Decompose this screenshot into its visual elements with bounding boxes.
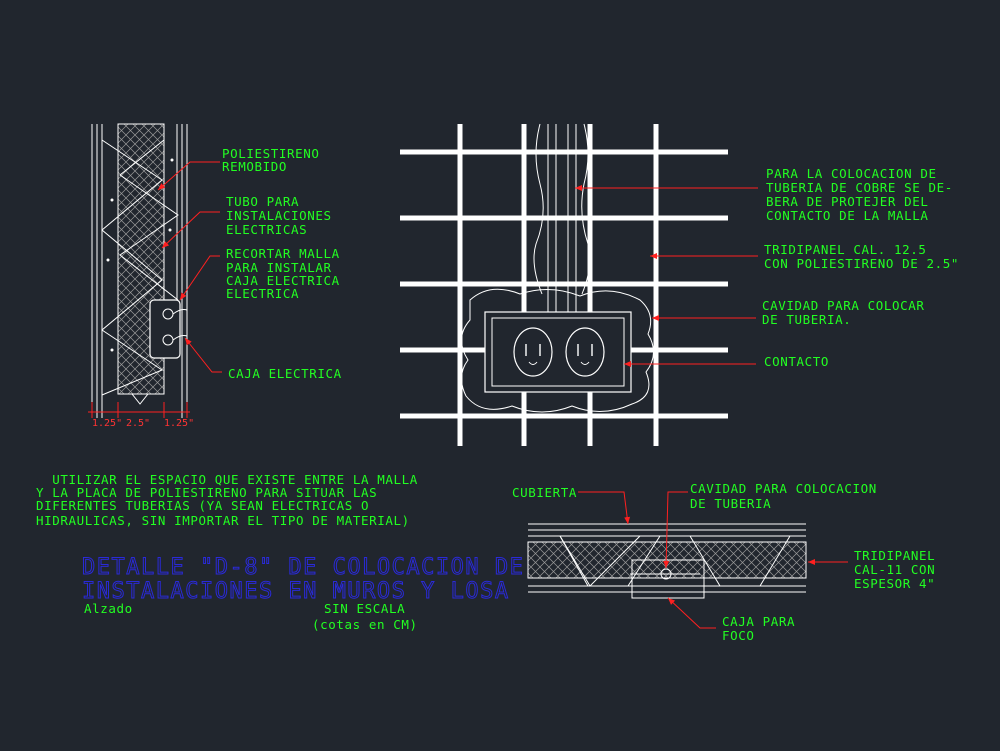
dim-left: 1.25" [92,418,122,429]
scale-label: SIN ESCALA [324,601,405,616]
label-contacto: CONTACTO [764,354,829,369]
general-note: UTILIZAR EL ESPACIO QUE EXISTE ENTRE LA … [36,472,426,528]
label-tridipanel-losa: TRIDIPANEL CAL-11 CON ESPESOR 4" [854,548,943,591]
label-cubierta: CUBIERTA [512,485,577,500]
slab-section-drawing: CUBIERTA CAVIDAD PARA COLOCACION DE TUBE… [512,481,943,643]
drawing-title: DETALLE "D-8" DE COLOCACION DE INSTALACI… [82,555,539,604]
wall-section-drawing: 1.25" 2.5" 1.25" POLIESTIRENO REMOBIDO T… [88,123,348,429]
label-cavidad-losa: CAVIDAD PARA COLOCACION DE TUBERIA [690,481,885,511]
label-cavidad-wall: CAVIDAD PARA COLOCAR DE TUBERIA. [762,298,933,327]
wall-elevation-drawing: PARA LA COLOCACION DE TUBERIA DE COBRE S… [400,123,961,446]
dim-right: 1.25" [164,418,194,429]
label-tuberia-cobre: PARA LA COLOCACION DE TUBERIA DE COBRE S… [766,166,961,223]
label-caja-foco: CAJA PARA FOCO [722,614,803,643]
label-recortar-malla: RECORTAR MALLA PARA INSTALAR CAJA ELECTR… [226,246,348,301]
units-label: (cotas en CM) [312,617,418,632]
view-label: Alzado [84,601,133,616]
label-caja-electrica: CAJA ELECTRICA [228,366,342,381]
dim-middle: 2.5" [126,418,150,429]
label-tridipanel-wall: TRIDIPANEL CAL. 12.5 CON POLIESTIRENO DE… [764,242,959,271]
label-poliestireno: POLIESTIRENO REMOBIDO [222,146,328,174]
label-tubo: TUBO PARA INSTALACIONES ELECTRICAS [226,194,340,237]
